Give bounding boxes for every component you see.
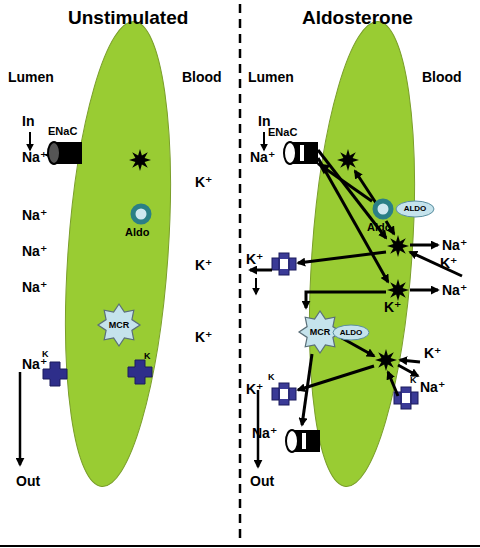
flow-arrow [29,132,31,150]
node-label: Aldo [367,222,391,233]
na-k-pump [375,349,397,371]
aldo-hormone: ALDO [395,200,435,218]
na-k-pump [387,235,409,257]
channel-tag: K [42,350,49,359]
ion-label: K⁺ [246,252,264,266]
ion-label: Na⁺ [22,280,47,294]
ion-label: K⁺ [440,256,458,270]
k-channel-open [272,253,296,275]
arrow-head [318,164,330,175]
ion-label: K⁺ [246,382,264,396]
ion-label: K⁺ [195,175,213,189]
ion-label: Blood [182,70,222,84]
ion-label: In [22,114,34,128]
ion-label: K⁺ [195,258,213,272]
channel-tag: K [268,373,275,382]
node-label: ENaC [268,127,297,138]
node-outline [372,198,394,220]
flow-arrow [19,372,22,465]
na-k-pump [129,149,151,171]
ion-label: Na⁺ [420,380,445,394]
ion-label: Na⁺ [442,238,467,252]
ion-label: Na⁺ [22,208,47,222]
panel-title: Aldosterone [302,8,413,27]
ion-label: Na⁺ [442,283,467,297]
ion-label: Lumen [8,70,54,84]
ion-label: Out [16,474,40,488]
ion-label: K⁺ [424,346,442,360]
enac-channel-open [286,430,320,452]
aldo-receptor: Aldo [130,203,152,225]
epithelial-cell [52,18,184,490]
na-k-pump [337,149,359,171]
enac-channel: ENaC [52,142,82,164]
node-label: ENaC [48,126,77,137]
ion-label: Lumen [248,70,294,84]
node-label: MCR [97,303,141,347]
signal-arrow [318,164,372,202]
node-label: ALDO [395,200,435,218]
ion-label: Na⁺ [22,357,47,371]
ion-label: Na⁺ [22,150,47,164]
node-label: ALDO [332,324,370,341]
k-channel-open [272,383,296,405]
flow-arrows [250,132,462,467]
ion-label: Na⁺ [250,150,275,164]
panel-title: Unstimulated [68,8,188,27]
aldo-hormone: ALDO [332,324,370,341]
node-outline [130,203,152,225]
ion-label: K⁺ [384,300,402,314]
channel-tag: K [410,376,417,385]
node-label: Aldo [125,227,149,238]
panel-divider [239,4,242,544]
k-channel [128,360,152,384]
enac-channel-open: ENaC [288,142,318,164]
ion-label: Out [250,474,274,488]
aldo-receptor: Aldo [372,198,394,220]
node-outline [288,142,318,164]
ion-label: Na⁺ [22,244,47,258]
connector-line [318,164,372,202]
na-k-pump [387,279,409,301]
channel-tag: K [144,352,151,361]
ion-label: In [258,114,270,128]
bottom-rule [0,545,480,547]
ion-label: Na⁺ [252,426,277,440]
ion-label: Blood [422,70,462,84]
mcr-receptor: MCR [97,303,141,347]
ion-label: K⁺ [195,330,213,344]
k-channel-open [394,387,418,409]
epithelial-cell [296,18,428,490]
node-outline [52,142,82,164]
